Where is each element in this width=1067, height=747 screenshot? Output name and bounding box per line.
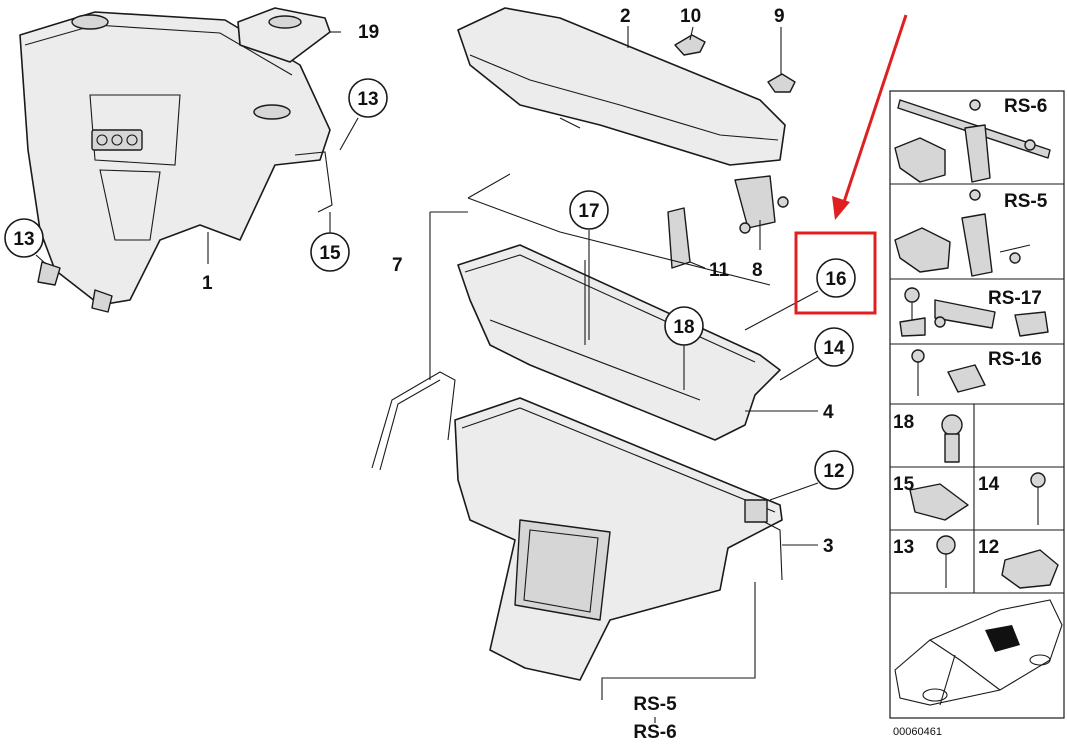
callout-13-left: 13 [4, 218, 44, 258]
callout-8: 8 [752, 260, 763, 281]
side-parts-panel [889, 90, 1065, 719]
svg-text:RS-17: RS-17 [988, 288, 1042, 309]
label-rs-6: RS-6 [633, 722, 676, 743]
svg-text:15: 15 [893, 474, 915, 495]
svg-text:11: 11 [709, 260, 730, 281]
panel-row-rs-6[interactable]: RS-6 [894, 96, 1051, 183]
callout-19: 19 [358, 22, 379, 43]
svg-text:18: 18 [673, 317, 694, 338]
svg-text:13: 13 [893, 537, 914, 558]
callout-1: 1 [202, 273, 213, 294]
svg-text:14: 14 [823, 338, 845, 359]
panel-cell-15[interactable]: 15 [893, 474, 969, 521]
part-2-lid[interactable] [457, 7, 786, 166]
part-3-lower-housing[interactable] [454, 397, 783, 681]
svg-text:8: 8 [752, 260, 763, 281]
part-1-armrest-housing[interactable] [19, 11, 333, 313]
panel-cell-18[interactable]: 18 [893, 412, 963, 463]
svg-text:7: 7 [392, 255, 403, 276]
svg-text:00060461: 00060461 [893, 726, 942, 738]
callout-4: 4 [823, 402, 834, 423]
part-8-hinge-bracket[interactable] [734, 175, 789, 234]
callout-9: 9 [774, 6, 785, 27]
svg-text:16: 16 [825, 269, 846, 290]
svg-text:12: 12 [823, 461, 844, 482]
svg-text:RS-16: RS-16 [988, 349, 1042, 370]
svg-text:4: 4 [823, 402, 834, 423]
svg-text:13: 13 [13, 229, 34, 250]
part-9-clip[interactable] [767, 73, 796, 93]
label-rs-5: RS-5 [633, 694, 677, 715]
svg-text:2: 2 [620, 6, 631, 27]
svg-text:19: 19 [358, 22, 379, 43]
svg-text:RS-6: RS-6 [1004, 96, 1047, 117]
callout-12: 12 [814, 450, 854, 490]
panel-row-rs-16[interactable]: RS-16 [911, 349, 1042, 396]
diagram-id: 00060461 [893, 726, 942, 738]
callout-18: 18 [664, 306, 704, 346]
svg-text:RS-5: RS-5 [1004, 191, 1048, 212]
svg-text:17: 17 [578, 201, 599, 222]
red-arrow-icon [832, 14, 908, 220]
svg-text:15: 15 [319, 243, 341, 264]
part-11-latch[interactable] [667, 207, 691, 269]
panel-cell-12[interactable]: 12 [978, 537, 1059, 589]
callout-3: 3 [823, 536, 834, 557]
car-location-thumbnail [894, 599, 1063, 706]
callout-15: 15 [310, 232, 350, 272]
callout-14: 14 [814, 327, 854, 367]
panel-cell-13[interactable]: 13 [893, 535, 956, 588]
callout-2: 2 [620, 6, 631, 27]
svg-text:3: 3 [823, 536, 834, 557]
panel-row-rs-17[interactable]: RS-17 [899, 287, 1049, 337]
svg-text:9: 9 [774, 6, 785, 27]
svg-text:18: 18 [893, 412, 914, 433]
callout-13-upper: 13 [348, 78, 388, 118]
callout-7: 7 [392, 255, 403, 276]
svg-text:RS-6: RS-6 [633, 722, 676, 743]
svg-text:13: 13 [357, 89, 378, 110]
panel-cell-14[interactable]: 14 [978, 472, 1046, 525]
callout-16-highlighted[interactable]: 16 [794, 231, 877, 315]
panel-row-rs-5[interactable]: RS-5 [894, 189, 1048, 277]
callout-10: 10 [680, 6, 701, 27]
part-10-clip[interactable] [674, 34, 706, 56]
part-7-seal[interactable] [371, 173, 771, 471]
callout-17: 17 [569, 190, 609, 230]
svg-text:14: 14 [978, 474, 1000, 495]
svg-text:10: 10 [680, 6, 701, 27]
callout-11: 11 [709, 260, 730, 281]
svg-text:RS-5: RS-5 [633, 694, 677, 715]
svg-text:1: 1 [202, 273, 213, 294]
svg-text:12: 12 [978, 537, 999, 558]
